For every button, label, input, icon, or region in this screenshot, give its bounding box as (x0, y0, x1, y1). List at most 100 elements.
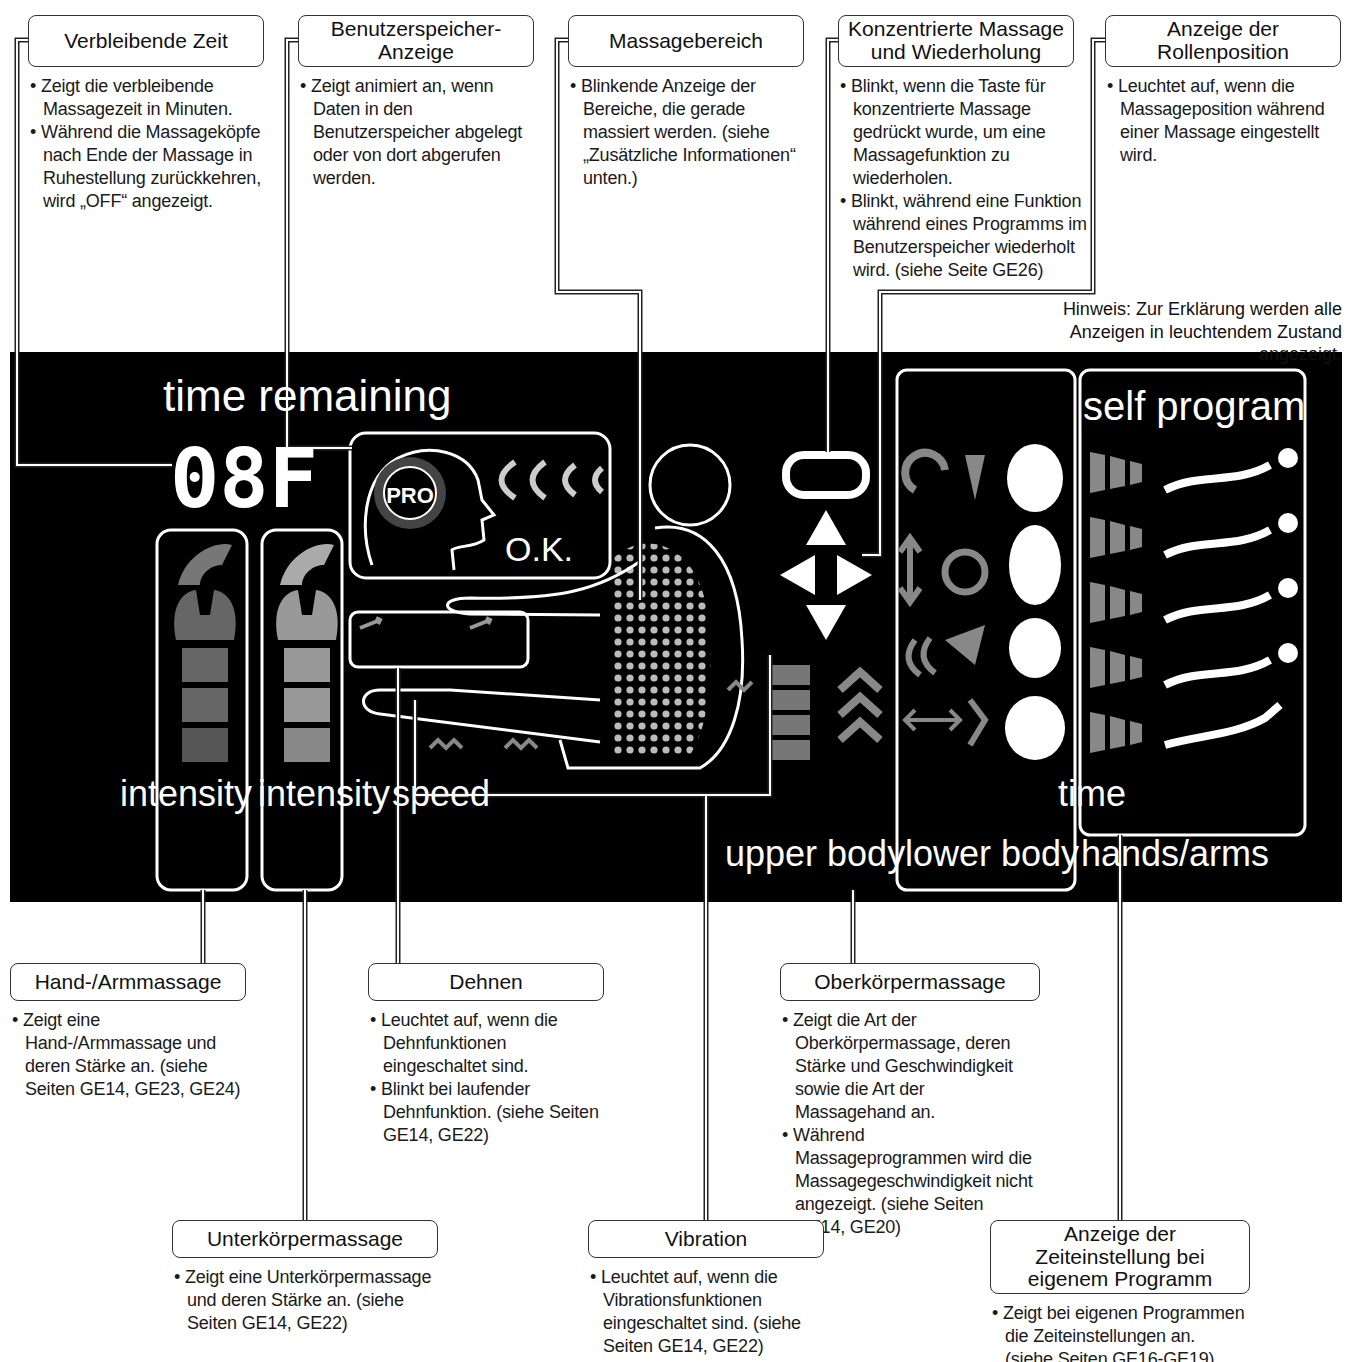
self-program-rows (1130, 656, 1142, 680)
intensity-columns (276, 590, 338, 640)
roller-position (770, 740, 810, 760)
callout-bullet: • Leuchtet auf, wenn die Vibrationsfunkt… (590, 1266, 824, 1358)
self-program-rows (1110, 716, 1125, 749)
upper-body-icons (900, 538, 920, 602)
memory-indicator (374, 457, 446, 529)
memory-indicator (350, 433, 610, 578)
display-label: hands/arms (1081, 836, 1269, 872)
seated-figure (560, 527, 743, 768)
self-program-rows (1090, 452, 1105, 493)
intensity-columns (284, 728, 330, 762)
roller-position (770, 665, 810, 685)
intensity-columns (178, 544, 232, 585)
upper-body-icons (945, 625, 985, 665)
display-label: O.K. (505, 532, 573, 566)
callout-bullet: • Zeigt die Art der Oberkörpermassage, d… (782, 1009, 1034, 1124)
callout-box: Hand-/Armmassage• Zeigt eine Hand-/Armma… (10, 963, 246, 1101)
callout-bullet: • Während die Massageköpfe nach Ende der… (30, 121, 270, 213)
upper-body-icons (905, 710, 960, 730)
roller-position (806, 605, 846, 640)
self-program-rows (1080, 370, 1305, 835)
roller-position (780, 555, 815, 595)
upper-body-icons (1005, 696, 1065, 760)
self-program-rows (1165, 530, 1270, 555)
callout-bullet: • Zeigt die verbleibende Massagezeit in … (30, 75, 270, 121)
seated-figure (612, 544, 710, 755)
callout-heading: Anzeige der Rollenposition (1105, 15, 1341, 67)
display-label: upper body (725, 836, 905, 872)
callout-box: Konzentrierte Massage und Wiederholung • … (838, 15, 1086, 282)
self-program-rows (1090, 712, 1105, 753)
upper-body-icons (965, 455, 985, 500)
upper-body-icons (897, 370, 1075, 890)
upper-body-icons (1007, 444, 1063, 512)
upper-body-icons (970, 700, 985, 745)
callout-box: Unterkörpermassage• Zeigt eine Unterkörp… (172, 1220, 438, 1335)
self-program-rows (1110, 651, 1125, 684)
intensity-columns (157, 530, 342, 890)
callout-heading: Benutzerspeicher-Anzeige (298, 15, 534, 67)
memory-indicator (365, 450, 494, 570)
roller-position (837, 555, 872, 595)
roller-position (770, 690, 810, 710)
self-program-rows (1090, 517, 1105, 558)
display-label: speed (392, 776, 490, 812)
roller-position (806, 510, 846, 545)
self-program-rows (1278, 513, 1298, 533)
seated-figure (650, 445, 730, 525)
upper-body-icons (905, 453, 945, 490)
memory-indicator (350, 433, 610, 578)
callout-heading: Oberkörpermassage (780, 963, 1040, 1001)
upper-body-icons (897, 370, 1075, 890)
display-label: self program (1083, 386, 1305, 426)
intensity-columns (262, 530, 342, 890)
memory-indicator (502, 462, 603, 498)
callout-box: Verbleibende Zeit• Zeigt die verbleibend… (28, 15, 268, 213)
seated-figure (448, 560, 643, 615)
intensity-columns (182, 688, 228, 722)
seated-figure (360, 618, 490, 628)
self-program-rows (1165, 465, 1270, 490)
self-program-rows (1278, 578, 1298, 598)
callout-box: Vibration• Leuchtet auf, wenn die Vibrat… (588, 1220, 824, 1358)
callout-bullet: • Blinkt, wenn die Taste für konzentrier… (840, 75, 1088, 190)
intensity-columns (157, 530, 247, 890)
roller-position (840, 672, 880, 740)
self-program-rows (1110, 586, 1125, 619)
self-program-rows (1130, 526, 1142, 550)
display-label: 08F (170, 438, 318, 520)
seated-figure (350, 445, 752, 768)
callout-box: Massagebereich• Blinkende Anzeige der Be… (568, 15, 808, 190)
callout-heading: Dehnen (368, 963, 604, 1001)
callout-bullet: • Leuchtet auf, wenn die Dehnfunktionen … (370, 1009, 602, 1078)
callout-bullet: • Zeigt eine Unterkörpermassage und dere… (174, 1266, 436, 1335)
self-program-rows (1130, 721, 1142, 745)
note-text: Hinweis: Zur Erklärung werden alle Anzei… (990, 298, 1342, 366)
lcd-panel (10, 352, 1342, 902)
callout-bullet: • Blinkt, während eine Funktion während … (840, 190, 1088, 282)
callout-heading: Anzeige der Zeiteinstellung bei eigenem … (990, 1220, 1250, 1294)
intensity-columns (284, 688, 330, 722)
display-label: intensity (120, 776, 252, 812)
self-program-rows (1278, 643, 1298, 663)
callout-bullet: • Zeigt bei eigenen Programmen die Zeite… (992, 1302, 1246, 1362)
callout-box: Oberkörpermassage • Zeigt die Art der Obe… (780, 963, 1040, 1239)
upper-body-icons (1009, 618, 1061, 678)
intensity-columns (182, 728, 228, 762)
display-label: lower body (905, 836, 1079, 872)
self-program-rows (1130, 461, 1142, 485)
callout-bullet: • Blinkende Anzeige der Bereiche, die ge… (570, 75, 810, 190)
self-program-rows (1090, 582, 1105, 623)
self-program-rows (1090, 647, 1105, 688)
intensity-columns (182, 648, 228, 682)
upper-body-icons (945, 552, 985, 592)
seated-figure (350, 612, 528, 667)
callout-heading: Konzentrierte Massage und Wiederholung (838, 15, 1074, 67)
callout-box: Benutzerspeicher-Anzeige• Zeigt animiert… (298, 15, 538, 190)
callout-box: Anzeige der Rollenposition • Leuchtet auf… (1105, 15, 1341, 167)
display-label: intensity (258, 776, 390, 812)
callout-bullet: • Leuchtet auf, wenn die Massageposition… (1107, 75, 1343, 167)
roller-position (786, 455, 866, 495)
seated-figure (430, 682, 752, 748)
